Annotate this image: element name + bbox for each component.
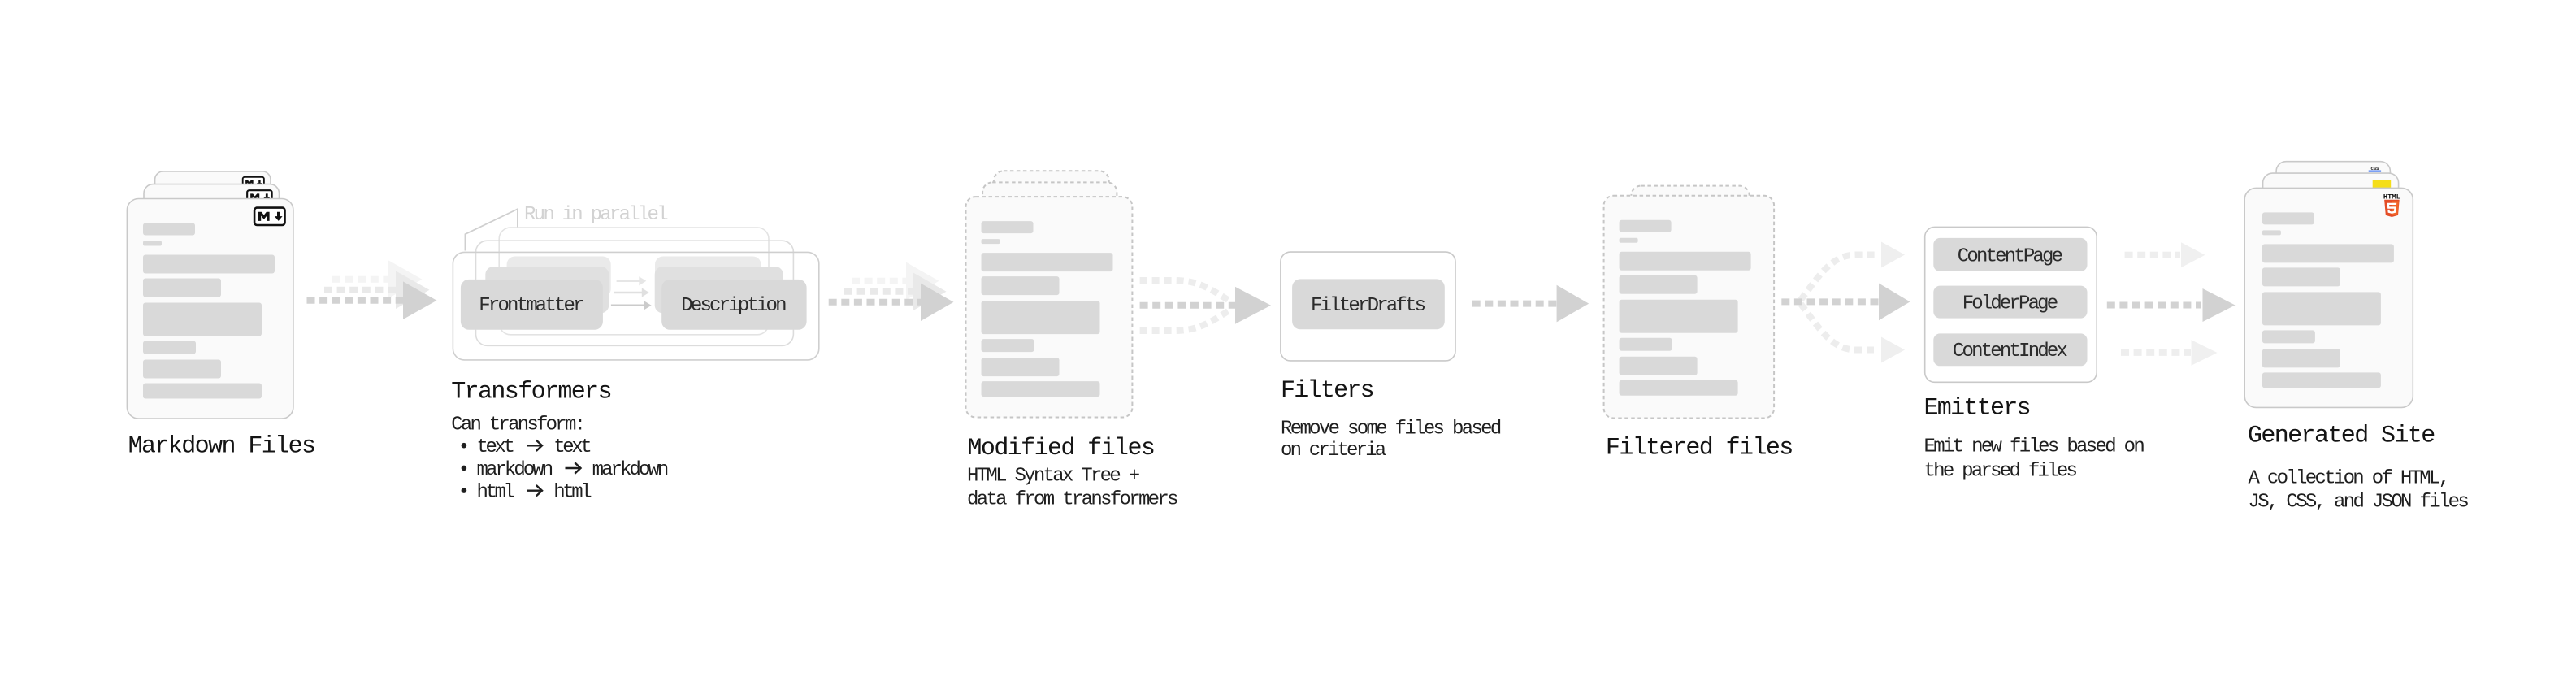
svg-text:Modified files: Modified files	[968, 435, 1156, 462]
svg-text:Emit new files based on: Emit new files based on	[1924, 436, 2145, 458]
svg-text:ContentIndex: ContentIndex	[1953, 340, 2068, 362]
svg-text:Markdown Files: Markdown Files	[128, 433, 316, 461]
svg-text:FilterDrafts: FilterDrafts	[1311, 295, 1426, 317]
svg-text:Frontmatter: Frontmatter	[479, 295, 584, 317]
svg-text:CSS: CSS	[2371, 166, 2379, 171]
svg-text:html: html	[553, 482, 592, 504]
svg-text:html: html	[477, 482, 515, 504]
svg-text:the parsed files: the parsed files	[1924, 460, 2078, 482]
svg-text:markdown: markdown	[592, 459, 670, 481]
svg-text:markdown: markdown	[477, 459, 554, 481]
svg-text:text: text	[477, 436, 515, 458]
svg-text:HTML: HTML	[2383, 194, 2400, 202]
svg-text:FolderPage: FolderPage	[1962, 293, 2058, 315]
svg-text:on criteria: on criteria	[1281, 440, 1386, 462]
svg-text:Filters: Filters	[1281, 377, 1375, 405]
svg-text:Can transform:: Can transform:	[451, 414, 586, 436]
svg-text:ContentPage: ContentPage	[1958, 245, 2063, 267]
svg-text:JS, CSS, and JSON files: JS, CSS, and JSON files	[2249, 491, 2470, 513]
svg-text:Description: Description	[681, 295, 787, 317]
svg-text:A collection of HTML,: A collection of HTML,	[2249, 467, 2451, 489]
svg-text:Run in parallel: Run in parallel	[524, 204, 669, 226]
svg-text:Emitters: Emitters	[1924, 394, 2032, 422]
svg-text:Filtered files: Filtered files	[1606, 435, 1793, 462]
svg-text:Generated Site: Generated Site	[2248, 422, 2435, 449]
svg-text:Remove some files based: Remove some files based	[1281, 419, 1502, 440]
svg-text:HTML Syntax Tree +: HTML Syntax Tree +	[967, 466, 1140, 488]
svg-text:Transformers: Transformers	[451, 379, 612, 406]
svg-text:text: text	[553, 436, 592, 458]
svg-text:data from transformers: data from transformers	[967, 489, 1179, 511]
